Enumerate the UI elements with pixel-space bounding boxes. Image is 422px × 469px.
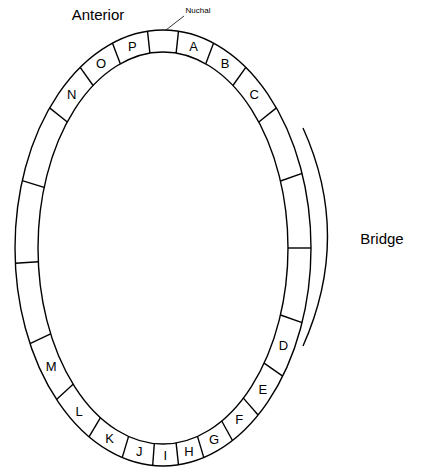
orientation-label: Anterior	[72, 7, 125, 22]
scute-letter: O	[96, 57, 106, 70]
scute-letter: C	[250, 88, 259, 101]
scute-letter: H	[184, 445, 193, 458]
scute-letter: N	[67, 88, 76, 101]
shell-outer-edge	[15, 30, 311, 466]
region-label: Bridge	[360, 231, 403, 246]
scute-letter: I	[164, 449, 168, 462]
scute-letter: F	[235, 413, 243, 426]
scute-letter: L	[75, 405, 82, 418]
scute-letter: B	[221, 57, 230, 70]
scute-letter: G	[209, 433, 219, 446]
scute-letter: D	[279, 339, 288, 352]
bridge-bracket	[303, 128, 328, 346]
scute-letter: A	[189, 40, 198, 53]
scute-letter: M	[46, 360, 57, 373]
scute-name: Nuchal	[186, 7, 211, 15]
scute-letter: K	[105, 432, 114, 445]
scute-letter: E	[258, 383, 267, 396]
shell-inner-edge	[38, 52, 288, 444]
scute-letter: P	[128, 40, 137, 53]
scute-dividers	[15, 31, 311, 465]
scute-letter: J	[136, 445, 143, 458]
nuchal-leader-line	[166, 16, 184, 30]
